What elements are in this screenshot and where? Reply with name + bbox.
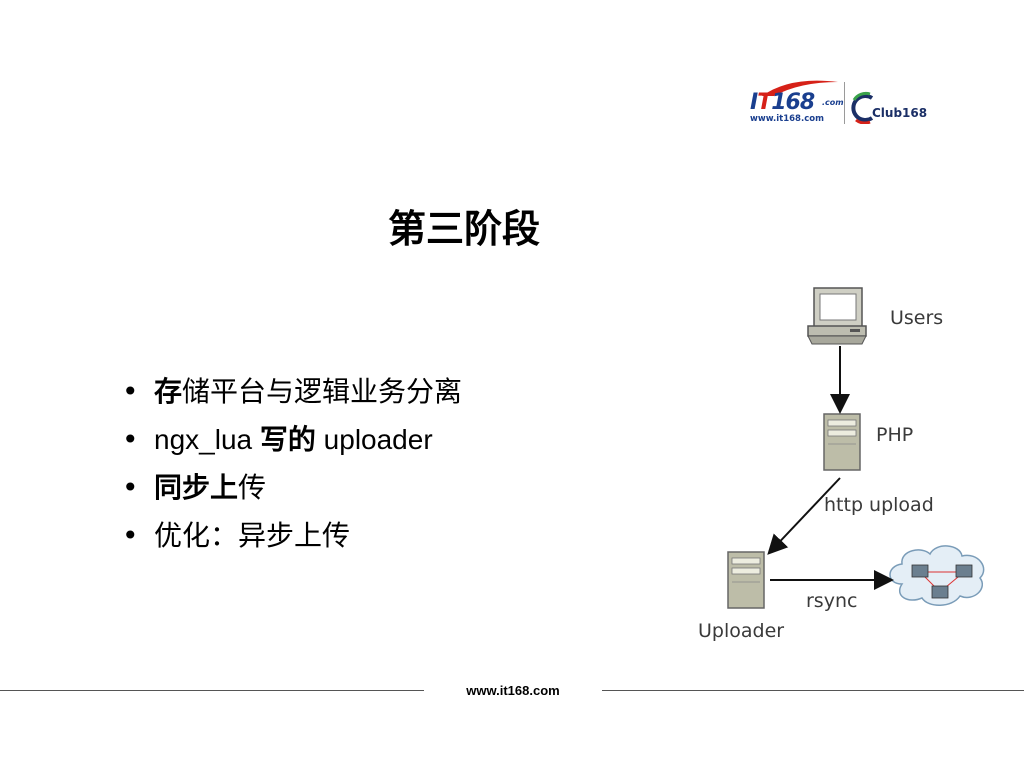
bullet-text: 传 bbox=[238, 471, 267, 504]
bullet-item: • 同步上传 bbox=[122, 468, 462, 516]
arrow-php-to-uploader bbox=[767, 477, 841, 555]
bullet-item: • 优化：异步上传 bbox=[122, 516, 462, 564]
it168-url: www.it168.com bbox=[750, 114, 824, 124]
bullet-text-bold: 同步上 bbox=[154, 471, 239, 504]
it168-logo: IT168 .com www.it168.com bbox=[748, 78, 844, 126]
bullet-dot: • bbox=[122, 375, 139, 408]
bullet-dot: • bbox=[122, 471, 139, 504]
bullet-item: • ngx_lua 写的 uploader bbox=[122, 420, 462, 468]
node-label-uploader: Uploader bbox=[698, 620, 785, 642]
bullet-text: uploader bbox=[315, 424, 433, 455]
club168-wordmark: Club168 bbox=[872, 106, 928, 120]
bullet-text: 储平台与逻辑业务分离 bbox=[182, 375, 463, 408]
logo-divider bbox=[844, 82, 845, 124]
server-tower-icon bbox=[727, 551, 765, 609]
it168-com-suffix: .com bbox=[822, 98, 844, 107]
footer-rule-right bbox=[602, 690, 1024, 691]
edge-label-http-upload: http upload bbox=[824, 494, 934, 516]
footer-url: www.it168.com bbox=[466, 683, 560, 698]
swoosh-icon bbox=[762, 80, 838, 96]
it168-wordmark: IT168 bbox=[750, 90, 815, 115]
edge-label-rsync: rsync bbox=[806, 590, 858, 612]
bullet-text: ngx_lua bbox=[154, 424, 260, 455]
architecture-diagram: Users PHP http upload rsync Uploader bbox=[690, 282, 990, 650]
server-tower-icon bbox=[823, 413, 861, 471]
desktop-computer-icon bbox=[807, 287, 867, 345]
bullet-text: 优化：异步上传 bbox=[154, 519, 351, 552]
bullet-dot: • bbox=[122, 519, 139, 552]
slide-title: 第三阶段 bbox=[387, 207, 540, 251]
node-label-users: Users bbox=[890, 307, 944, 329]
header-logo: IT168 .com www.it168.com Club168 bbox=[748, 78, 938, 128]
club-c-icon bbox=[851, 91, 874, 124]
bullet-item: • 存储平台与逻辑业务分离 bbox=[122, 372, 462, 420]
diagram-graphics bbox=[727, 287, 985, 609]
bullet-list: • 存储平台与逻辑业务分离 • ngx_lua 写的 uploader • 同步… bbox=[122, 372, 462, 564]
bullet-text-bold: 写的 bbox=[259, 423, 316, 456]
node-label-php: PHP bbox=[876, 424, 914, 446]
bullet-text-bold: 存 bbox=[154, 375, 183, 408]
club168-logo: Club168 bbox=[848, 90, 938, 124]
network-cloud-icon bbox=[889, 545, 985, 606]
bullet-dot: • bbox=[122, 423, 139, 456]
footer-rule-left bbox=[0, 690, 424, 691]
